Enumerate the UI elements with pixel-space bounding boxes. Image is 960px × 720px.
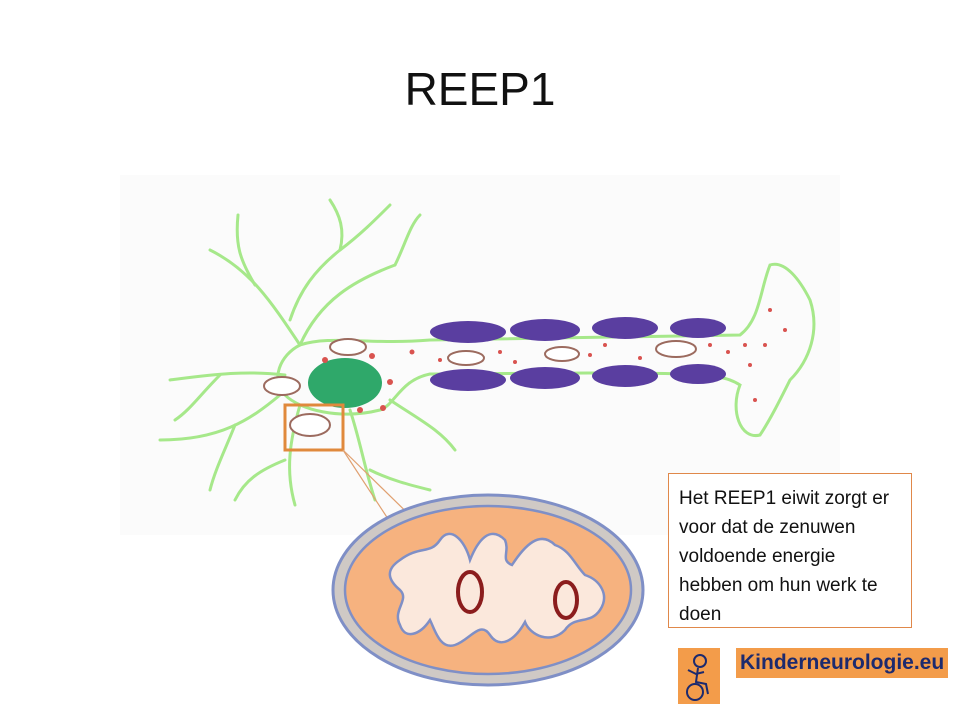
neuron-mitochondria [263,338,697,437]
child-wheelchair-icon [678,648,720,704]
zoom-line-left [342,449,393,526]
enlarged-mitochondrion [331,493,645,687]
slide-title: REEP1 [404,63,556,115]
vesicle-dots [322,308,787,413]
myelin-sheaths [430,317,726,391]
dendrites [158,198,457,507]
explanation-callout: Het REEP1 eiwit zorgt er voor dat de zen… [668,473,912,628]
highlight-box [283,403,345,452]
axon-outline [276,262,816,437]
brand-logo-text[interactable]: Kinderneurologie.eu [736,648,949,678]
nucleus [308,358,382,408]
